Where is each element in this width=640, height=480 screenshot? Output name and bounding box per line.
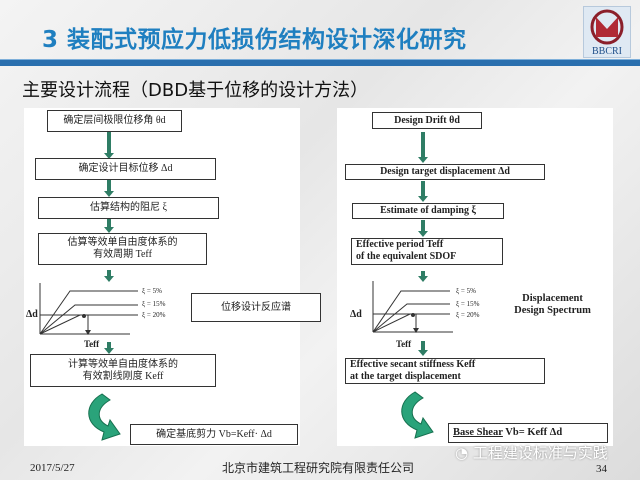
left-curve-label: ξ = 20%: [142, 311, 166, 319]
down-arrow-icon: [104, 180, 114, 197]
footer-company: 北京市建筑工程研究院有限责任公司: [222, 461, 415, 475]
down-arrow-icon: [418, 341, 428, 356]
svg-text:BBCRI: BBCRI: [592, 46, 622, 57]
right-graph-y-label: Δd: [350, 309, 362, 320]
right-step-period-line2: of the equivalent SDOF: [356, 251, 457, 262]
left-spectrum-box: 位移设计反应谱: [191, 293, 321, 322]
right-step-stiffness-line2: at the target displacement: [350, 371, 461, 382]
left-curve-label: ξ = 5%: [142, 287, 162, 295]
right-curve-label: ξ = 5%: [456, 287, 476, 295]
left-spectrum-graph: [39, 283, 138, 335]
left-step-stiffness-line1: 计算等效单自由度体系的: [68, 358, 178, 370]
left-curve-label: ξ = 15%: [142, 300, 166, 308]
left-step-drift: 确定层间极限位移角 θd: [47, 110, 182, 132]
footer-date: 2017/5/27: [30, 462, 75, 474]
down-arrow-icon: [104, 342, 114, 354]
down-arrow-icon: [418, 132, 428, 163]
right-curve-label: ξ = 20%: [456, 311, 480, 319]
watermark: ◔ 工程建设标准与实践: [455, 445, 608, 461]
right-step-drift: Design Drift θd: [372, 112, 482, 129]
right-spectrum-line1: Displacement: [522, 293, 583, 304]
left-step-period-line1: 估算等效单自由度体系的: [67, 237, 178, 248]
left-step-damping: 估算结构的阻尼 ξ: [38, 197, 219, 219]
left-step-displacement: 确定设计目标位移 Δd: [35, 158, 216, 180]
left-step-stiffness-line2: 有效割线刚度 Keff: [82, 370, 164, 382]
left-step-period: 估算等效单自由度体系的有效周期 Teff: [38, 233, 207, 265]
right-flowchart-panel: [337, 108, 613, 446]
down-arrow-icon: [418, 220, 428, 237]
base-shear-label: Base Shear: [453, 427, 503, 438]
watermark-text: 工程建设标准与实践: [472, 444, 608, 462]
right-step-damping: Estimate of damping ξ: [352, 203, 504, 219]
curved-arrow-icon: [401, 391, 434, 439]
down-arrow-icon: [104, 132, 114, 159]
left-step-period-line2: 有效周期 Teff: [93, 249, 152, 260]
left-step-base-shear: 确定基底剪力 Vb=Keff· Δd: [130, 424, 298, 445]
base-shear-formula: Vb= Keff Δd: [502, 427, 563, 438]
down-arrow-icon: [104, 270, 114, 282]
left-graph-x-label: Teff: [84, 339, 100, 349]
down-arrow-icon: [418, 271, 428, 282]
curved-arrow-icon: [88, 393, 121, 441]
header-divider: [0, 59, 640, 66]
bbcri-logo: BBCRI: [583, 6, 631, 58]
right-step-stiffness-line1: Effective secant stiffness Keff: [350, 359, 476, 370]
wechat-icon: ◔: [455, 444, 473, 462]
right-step-period-line1: Effective period Teff: [356, 239, 444, 250]
down-arrow-icon: [418, 181, 428, 202]
right-step-displacement: Design target displacement Δd: [345, 164, 545, 180]
right-spectrum-graph: [372, 281, 453, 333]
right-step-base-shear: Base Shear Vb= Keff Δd: [448, 423, 608, 443]
right-spectrum-line2: Design Spectrum: [514, 305, 591, 316]
right-graph-x-label: Teff: [396, 339, 412, 349]
left-graph-y-label: Δd: [26, 309, 38, 320]
left-step-stiffness: 计算等效单自由度体系的有效割线刚度 Keff: [30, 354, 216, 387]
slide-title: 3 装配式预应力低损伤结构设计深化研究: [42, 27, 467, 53]
down-arrow-icon: [104, 219, 114, 233]
page-number: 34: [596, 463, 607, 475]
right-curve-label: ξ = 15%: [456, 300, 480, 308]
slide-subtitle: 主要设计流程（DBD基于位移的设计方法）: [22, 80, 369, 101]
